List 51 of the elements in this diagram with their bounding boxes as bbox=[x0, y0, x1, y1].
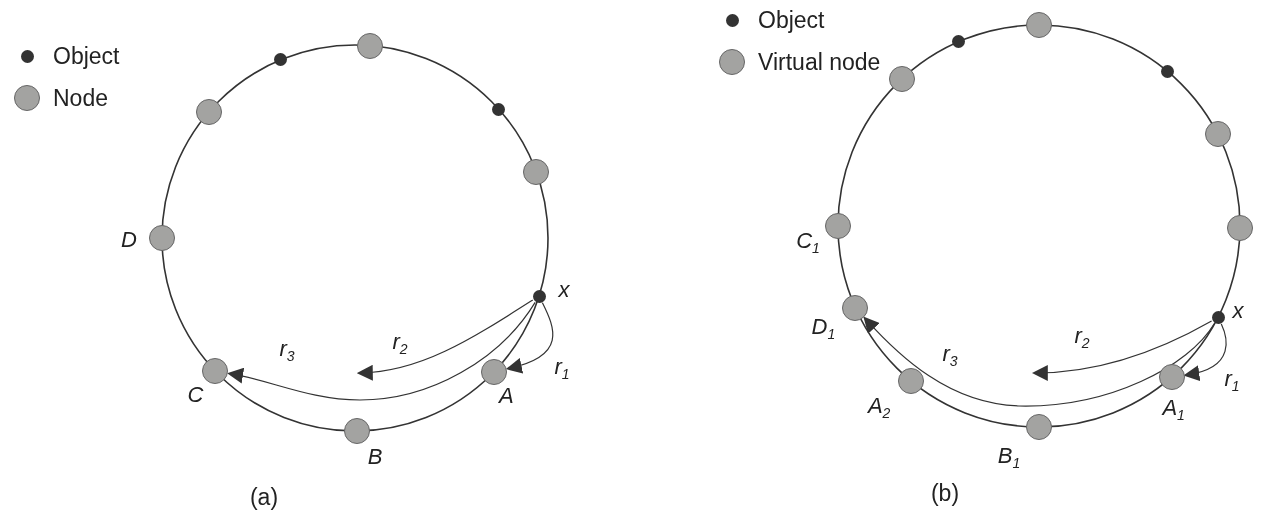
node-circle bbox=[1158, 364, 1185, 390]
node-circle bbox=[1026, 414, 1052, 440]
node-label: A bbox=[498, 384, 514, 407]
node-circle bbox=[356, 32, 383, 59]
legend-label: Virtual node bbox=[758, 50, 881, 74]
node-circle bbox=[1026, 12, 1052, 38]
object-dot bbox=[1161, 65, 1175, 79]
panel-label: (b) bbox=[930, 481, 960, 505]
node-circle bbox=[149, 225, 175, 251]
object-dot bbox=[274, 53, 288, 67]
node-label: D bbox=[121, 229, 137, 251]
legend-label: Node bbox=[53, 86, 108, 110]
node-circle bbox=[202, 358, 229, 385]
node-circle bbox=[898, 368, 925, 395]
node-circle bbox=[523, 159, 550, 185]
panel-label: (a) bbox=[249, 485, 279, 509]
node-circle bbox=[195, 99, 222, 126]
node-circle bbox=[1227, 214, 1253, 241]
arrow bbox=[1031, 320, 1213, 381]
edge-label: r$_{2}$ bbox=[392, 330, 408, 356]
node-circle bbox=[889, 65, 916, 92]
node-label: x bbox=[558, 279, 570, 302]
edge-label: r$_{1}$ bbox=[1224, 367, 1240, 393]
object-dot bbox=[1211, 310, 1225, 324]
edge-label: r$_{1}$ bbox=[554, 355, 570, 381]
node-label: C$_{1}$ bbox=[796, 229, 820, 255]
arrow bbox=[1183, 323, 1227, 381]
object-dot bbox=[492, 102, 506, 116]
object-dot bbox=[532, 289, 546, 303]
node-label: A$_{1}$ bbox=[1162, 396, 1185, 422]
node-circle bbox=[481, 358, 508, 385]
edge-label: r$_{2}$ bbox=[1074, 324, 1090, 350]
legend-label: Object bbox=[53, 44, 120, 68]
arrow bbox=[863, 316, 1215, 407]
arrow bbox=[356, 299, 534, 381]
node-circle bbox=[344, 418, 370, 444]
node-circle bbox=[842, 294, 869, 321]
edge-label: r$_{3}$ bbox=[942, 342, 958, 368]
node-label: B$_{1}$ bbox=[997, 444, 1021, 470]
legend-label: Object bbox=[758, 8, 825, 32]
node-circle bbox=[1204, 121, 1231, 148]
node-label: B bbox=[367, 446, 383, 468]
arrow bbox=[227, 301, 536, 401]
node-label: A$_{2}$ bbox=[867, 394, 891, 420]
edge-label: r$_{3}$ bbox=[279, 337, 295, 363]
arrow bbox=[505, 302, 554, 373]
node-circle bbox=[825, 213, 851, 239]
node-label: C bbox=[187, 384, 204, 407]
object-dot bbox=[952, 35, 966, 49]
node-label: x bbox=[1232, 300, 1244, 323]
node-label: D$_{1}$ bbox=[811, 315, 836, 341]
